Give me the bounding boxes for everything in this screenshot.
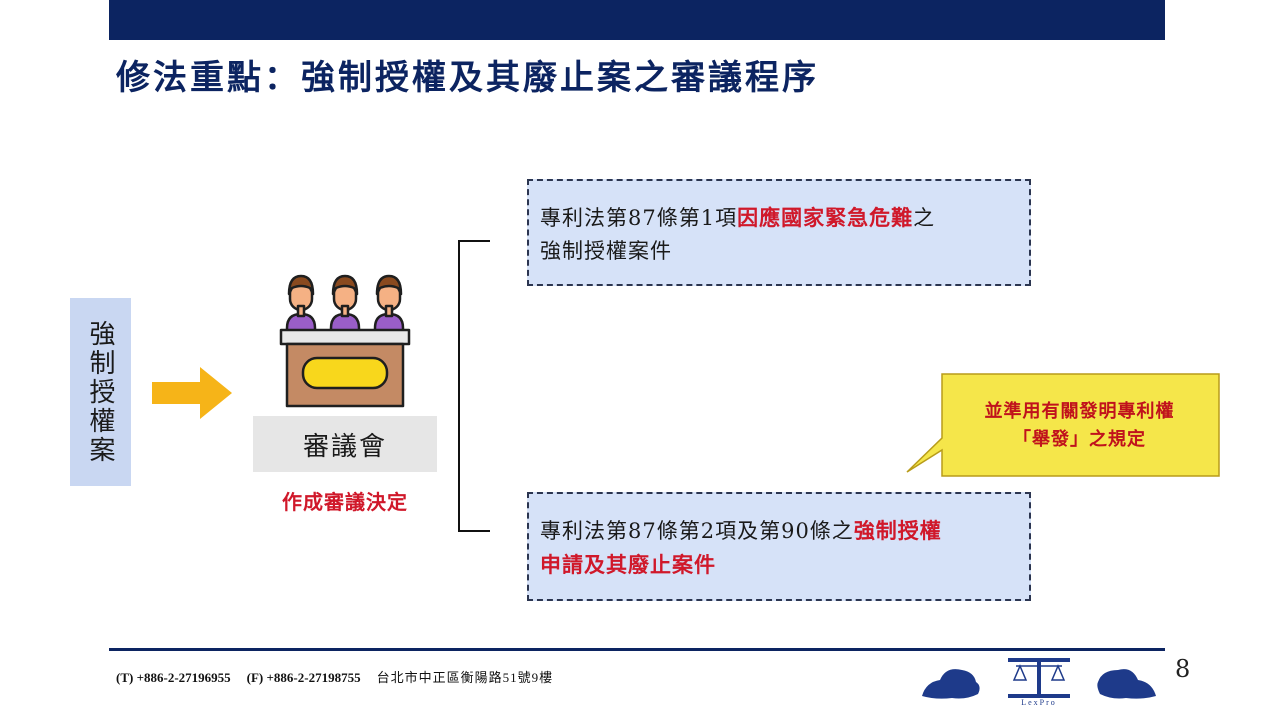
footer-contact: (T) +886-2-27196955 (F) +886-2-27198755 台北… [116, 667, 553, 686]
callout-line-1: 並準用有關發明專利權 [984, 401, 1175, 422]
lexpro-logo: LexPro [922, 658, 1156, 706]
lower-box-plain-text: 專利法第87條第2項及第90條之 [540, 519, 854, 543]
slide-title: 修法重點：強制授權及其廢止案之審議程序 [116, 58, 819, 98]
upper-box-tail: 之 [913, 206, 936, 230]
page-number: 8 [1175, 655, 1191, 683]
footer-phone: (T) +886-2-27196955 [116, 670, 231, 685]
upper-case-box: 專利法第87條第1項因應國家緊急危難之 強制授權案件 [527, 179, 1031, 286]
case-label-text: 強制授權案 [85, 319, 115, 465]
upper-box-plain-text: 專利法第87條第1項 [540, 206, 738, 230]
footer-divider [109, 648, 1165, 651]
header-bar [109, 0, 1165, 40]
case-label: 強制授權案 [70, 298, 131, 486]
bracket-connector [458, 240, 490, 532]
footer-fax: (F) +886-2-27198755 [246, 670, 361, 685]
lower-box-line-1: 專利法第87條第2項及第90條之強制授權 [540, 514, 1019, 548]
judges-panel-icon [279, 274, 411, 408]
decision-label: 作成審議決定 [282, 490, 408, 514]
callout-line-2: 「舉發」之規定 [1013, 429, 1146, 450]
upper-box-highlight: 因應國家緊急危難 [737, 205, 914, 230]
upper-box-line-2: 強制授權案件 [540, 239, 672, 263]
callout-icon [906, 373, 1220, 477]
arrow-right-icon [152, 367, 232, 419]
review-council-box: 審議會 [253, 416, 437, 472]
lower-box-line-2: 申請及其廢止案件 [540, 552, 716, 577]
lower-box-highlight: 強制授權 [853, 518, 942, 543]
upper-box-line-1: 專利法第87條第1項因應國家緊急危難之 [540, 201, 1019, 235]
review-council-label: 審議會 [302, 431, 387, 462]
lower-case-box: 專利法第87條第2項及第90條之強制授權 申請及其廢止案件 [527, 492, 1031, 601]
logo-text: LexPro [1021, 698, 1057, 706]
footer-address: 台北市中正區衡陽路51號9樓 [376, 670, 554, 685]
callout-text: 並準用有關發明專利權 「舉發」之規定 [942, 398, 1217, 454]
